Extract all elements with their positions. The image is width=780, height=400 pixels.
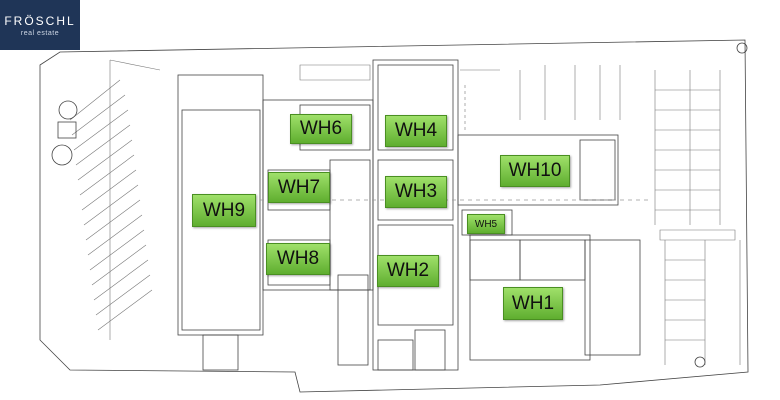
logo-brand: FRÖSCHL: [4, 14, 76, 28]
froeschl-logo: FRÖSCHL real estate: [0, 0, 80, 50]
wh3-label[interactable]: WH3: [385, 176, 447, 208]
wh5-label[interactable]: WH5: [467, 214, 505, 234]
wh7-label[interactable]: WH7: [268, 172, 330, 203]
wh1-block: [469, 234, 591, 361]
wh10-label[interactable]: WH10: [500, 155, 570, 187]
parking-left: [69, 59, 161, 340]
small-block: [57, 121, 77, 139]
wh9-inner: [181, 109, 261, 331]
wh8-label[interactable]: WH8: [266, 243, 330, 275]
site-boundary: [39, 39, 749, 393]
wh9-label[interactable]: WH9: [192, 194, 256, 227]
column-building: [372, 59, 459, 371]
logo-tagline: real estate: [20, 30, 60, 37]
wh6-label[interactable]: WH6: [290, 114, 352, 144]
circle-mark-3: [694, 356, 706, 368]
wh1-label[interactable]: WH1: [503, 287, 563, 320]
circle-mark-4: [736, 42, 748, 54]
wh10-block: [457, 134, 619, 206]
hatched-strip: [337, 274, 369, 366]
circle-mark-1: [58, 100, 78, 120]
wh4-label[interactable]: WH4: [385, 115, 447, 147]
wh9-annex: [202, 334, 239, 371]
wh2-label[interactable]: WH2: [377, 255, 439, 287]
parking-right: [299, 64, 741, 365]
circle-mark-2: [51, 144, 73, 166]
